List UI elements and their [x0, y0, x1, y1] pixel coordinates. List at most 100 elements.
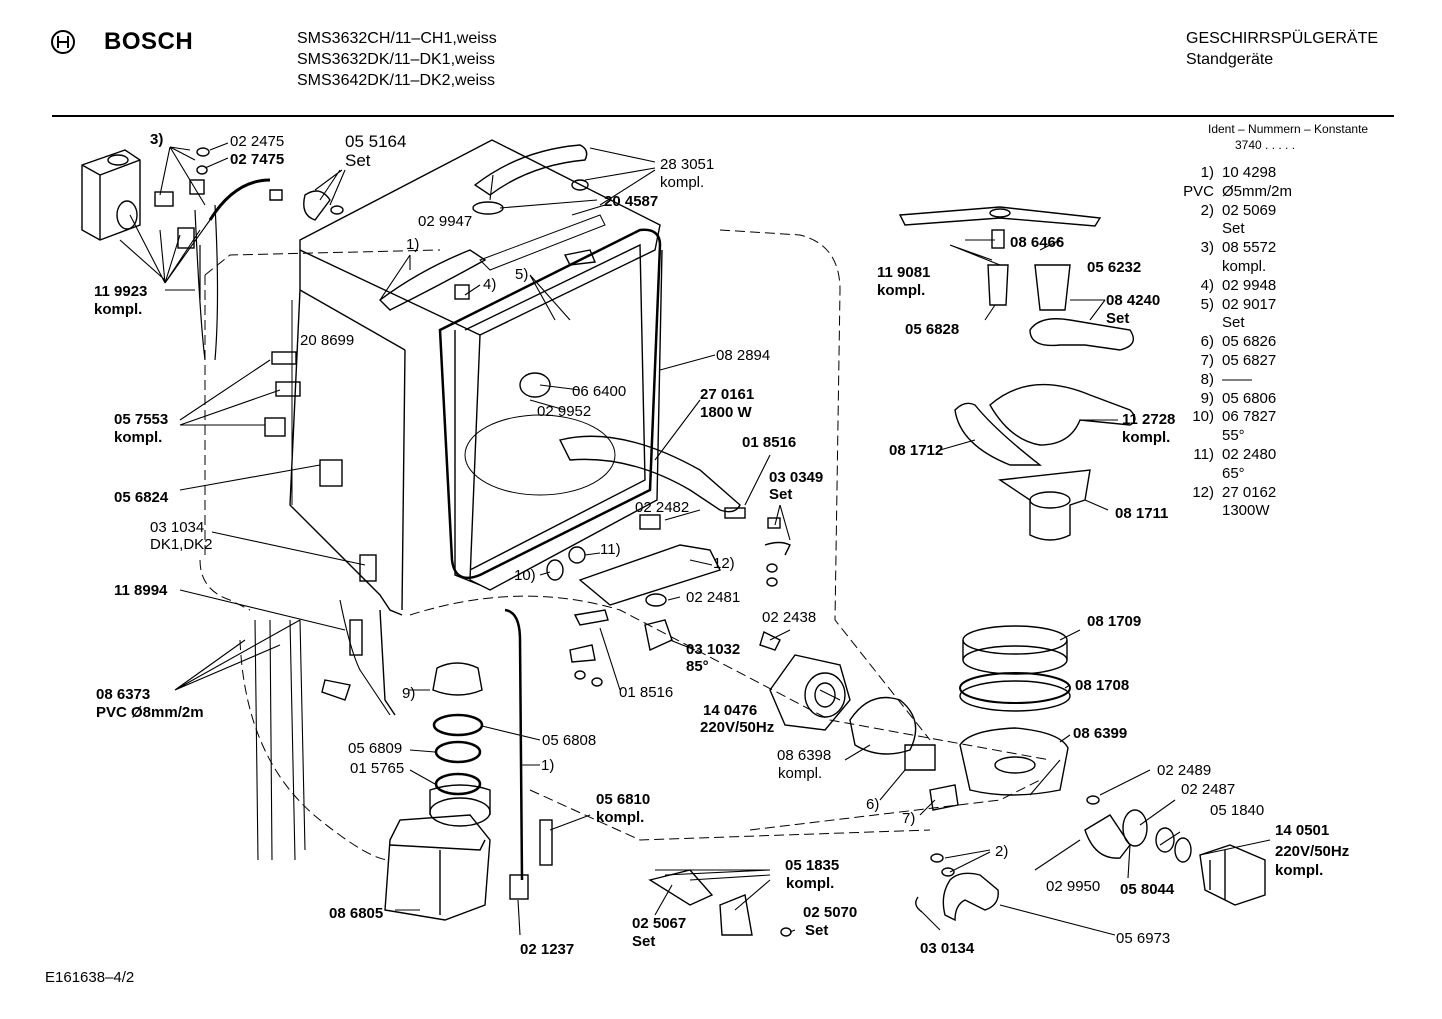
- part-label: 20 8699: [300, 332, 355, 349]
- part-label: 03 0349: [769, 469, 824, 486]
- brand-name: BOSCH: [104, 28, 194, 55]
- part-label: 01 5765: [350, 760, 405, 777]
- legend-row: Set: [1170, 220, 1292, 239]
- part-label: 11 9923: [94, 283, 148, 300]
- part-label: 05 7553: [114, 411, 169, 428]
- part-label: kompl.: [786, 875, 835, 892]
- legend-value: Set: [1222, 314, 1245, 332]
- part-label: 03 0134: [920, 940, 975, 957]
- filter-081711: [998, 469, 1091, 541]
- filter-112728: [989, 383, 1136, 446]
- legend-key: 7): [1200, 351, 1214, 369]
- part-label: 08 6805: [329, 905, 384, 922]
- part-label: 28 3051: [660, 156, 715, 173]
- part-label: 27 0161: [700, 386, 755, 403]
- sump-housing: [384, 784, 491, 921]
- cap-9: [432, 662, 483, 696]
- header-divider: [52, 115, 1394, 117]
- legend-row: 6)05 6826: [1170, 333, 1292, 352]
- legend-key: 8): [1200, 370, 1214, 388]
- part-label: 05 1840: [1210, 802, 1265, 819]
- part-label: 9): [402, 685, 416, 702]
- part-label: 1800 W: [700, 404, 752, 421]
- legend-value: kompl.: [1222, 257, 1267, 275]
- legend-value: ——: [1222, 370, 1252, 388]
- leader-lines: [119, 142, 1271, 936]
- legend-value: 02 9948: [1222, 276, 1277, 294]
- part-label: 6): [866, 796, 880, 813]
- part-label: 01 8516: [742, 434, 797, 451]
- part-label: kompl.: [778, 765, 823, 782]
- legend-row: 4)02 9948: [1170, 277, 1292, 296]
- legend-row: kompl.: [1170, 258, 1292, 277]
- legend-value: 55°: [1222, 427, 1245, 445]
- part-label: 05 6824: [114, 489, 169, 506]
- inlet-hose: [194, 204, 219, 361]
- motor-140476: [769, 654, 851, 731]
- legend-row: 10)06 7827: [1170, 408, 1292, 427]
- legend-value: 02 2480: [1222, 445, 1277, 463]
- legend-key: 3): [1200, 239, 1214, 257]
- part-label: 08 6399: [1073, 725, 1128, 742]
- part-label: DK1,DK2: [150, 536, 213, 553]
- legend-row: 55°: [1170, 427, 1292, 446]
- part-label: 05 6810: [596, 791, 651, 808]
- part-label: 02 7475: [230, 151, 285, 168]
- legend-row: 2)02 5069: [1170, 202, 1292, 221]
- part-label: 08 6398: [777, 747, 832, 764]
- part-label: Set: [805, 922, 829, 939]
- legend-key: PVC: [1183, 182, 1214, 200]
- part-label: 7): [902, 810, 916, 827]
- part-label: 08 6373: [96, 686, 151, 703]
- part-label: 2): [995, 843, 1009, 860]
- ring-056809: [434, 740, 482, 764]
- part-label: 1): [541, 757, 555, 774]
- ring-056808: [432, 713, 484, 737]
- part-label: 1): [406, 236, 420, 253]
- legend-row: 11)02 2480: [1170, 446, 1292, 465]
- legend-value: Ø5mm/2m: [1222, 182, 1293, 200]
- part-label: 02 2487: [1181, 781, 1236, 798]
- part-label: 11 8994: [114, 582, 168, 599]
- part-label: 05 6808: [542, 732, 597, 749]
- part-label: kompl.: [660, 174, 705, 191]
- part-label: 02 1237: [520, 941, 575, 958]
- legend-row: 5)02 9017: [1170, 296, 1292, 315]
- door-gasket: [438, 228, 662, 580]
- tub-body: [289, 139, 663, 616]
- legend-value: Set: [1222, 220, 1245, 238]
- drain-pump-140501: [1199, 844, 1266, 906]
- part-label: 02 9947: [418, 213, 473, 230]
- part-label: 05 6828: [905, 321, 960, 338]
- category-block: GESCHIRRSPÜLGERÄTE Standgeräte: [1186, 28, 1378, 70]
- part-label: 05 5164: [345, 132, 407, 151]
- part-label: 02 2489: [1157, 762, 1212, 779]
- part-label: 11): [600, 541, 621, 558]
- part-label: 02 9950: [1046, 878, 1101, 895]
- legend-row: PVC Ø5mm/2m: [1170, 183, 1292, 202]
- ring-015765: [434, 772, 482, 796]
- part-label: 05 1835: [785, 857, 840, 874]
- part-label: 220V/50Hz: [700, 719, 775, 736]
- legend-row: 12)27 0162: [1170, 484, 1292, 503]
- legend-row: 8) ——: [1170, 371, 1292, 390]
- part-label: kompl.: [114, 429, 163, 446]
- part-label: 05 6232: [1087, 259, 1142, 276]
- part-label: 02 2475: [230, 133, 285, 150]
- legend-row: 1) 10 4298: [1170, 164, 1292, 183]
- sieve-081708: [959, 672, 1071, 704]
- legend-value: 02 9017: [1222, 295, 1277, 313]
- part-label: 11 9081: [877, 264, 931, 281]
- legend-key: 9): [1200, 389, 1214, 407]
- part-label: PVC Ø8mm/2m: [96, 704, 204, 721]
- legend-code: 3740 . . . . .: [1235, 138, 1296, 152]
- model-line: SMS3642DK/11–DK2,weiss: [297, 72, 496, 89]
- pump-housing-086399: [959, 727, 1069, 796]
- part-label: 20 4587: [604, 193, 659, 210]
- legend-value: 08 5572: [1222, 239, 1277, 257]
- legend-value: 10 4298: [1222, 164, 1277, 181]
- legend-key: 1): [1200, 164, 1214, 181]
- part-label: 10): [514, 567, 536, 584]
